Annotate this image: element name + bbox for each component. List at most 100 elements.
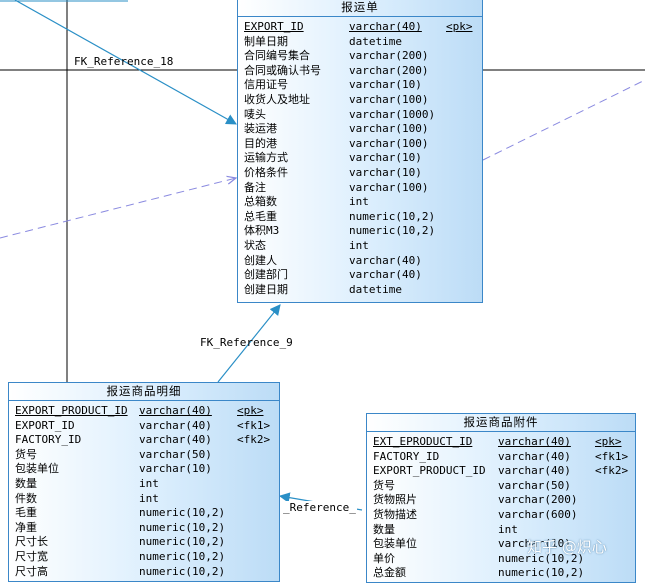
field-name: EXT_EPRODUCT_ID [373,435,473,448]
entity-field-row: 合同或确认书号 varchar(200) [244,64,482,79]
field-type: numeric(10,2) [349,224,436,238]
field-name: 货号 [373,478,395,492]
relation-partial-label: _Reference_ [282,501,357,514]
field-key: <pk> [237,404,264,417]
entity-field-row: 货号 varchar(50) [15,448,279,463]
field-key: <fk2> [595,464,629,478]
field-name: 收货人及地址 [244,92,310,106]
field-name: FACTORY_ID [15,433,82,447]
field-type: datetime [349,34,402,48]
field-type: varchar(50) [139,447,212,461]
field-name: 总毛重 [244,209,277,223]
field-name: EXPORT_ID [244,20,304,33]
field-name: 目的港 [244,136,277,150]
entity-field-row: 创建人 varchar(40) [244,254,482,269]
entity-field-row: 总箱数 int [244,195,482,210]
entity-field-row: 状态 int [244,239,482,254]
field-name: 货号 [15,447,37,461]
field-type: varchar(40) [349,253,422,267]
relation-fk9-line[interactable] [217,304,281,383]
field-name: 数量 [373,522,395,536]
field-type: varchar(600) [498,507,578,521]
field-type: datetime [349,282,402,296]
entity-field-row: EXT_EPRODUCT_ID varchar(40) <pk> [373,435,635,450]
relation-fk18-label: FK_Reference_18 [74,55,174,68]
field-type: varchar(40) [498,449,571,463]
field-name: 尺寸长 [15,535,48,549]
entity-fields: EXPORT_PRODUCT_ID varchar(40) <pk> EXPORT_I… [9,401,279,579]
field-name: 数量 [15,476,37,490]
field-type: varchar(10) [349,78,422,92]
field-name: 创建部门 [244,268,288,282]
field-key: <fk1> [595,449,629,463]
field-name: 合同或确认书号 [244,63,321,77]
field-key: <fk2> [237,433,271,447]
field-name: 运输方式 [244,151,288,165]
field-type: numeric(10,2) [349,209,436,223]
field-name: 尺寸宽 [15,549,48,563]
field-type: varchar(100) [349,180,429,194]
entity-field-row: 货物描述 varchar(600) [373,508,635,523]
field-type: varchar(200) [498,493,578,507]
field-name: 备注 [244,180,266,194]
field-name: 创建人 [244,253,277,267]
field-type: varchar(40) [139,433,212,447]
field-name: 创建日期 [244,282,288,296]
field-type: varchar(10) [349,165,422,179]
field-name: 尺寸高 [15,564,48,578]
field-name: 唛头 [244,107,266,121]
field-name: 装运港 [244,122,277,136]
entity-field-row: 货号 varchar(50) [373,479,635,494]
field-name: EXPORT_ID [15,418,75,432]
field-name: 货物描述 [373,507,417,521]
field-key: <fk1> [237,418,271,432]
relation-fk9-label: FK_Reference_9 [200,336,293,349]
field-type: varchar(40) [349,20,422,33]
entity-title: 报运商品附件 [367,414,635,432]
field-type: varchar(10) [498,537,571,551]
field-name: EXPORT_PRODUCT_ID [373,464,486,478]
relation-fk18-line[interactable] [14,0,237,125]
field-type: int [349,195,369,209]
entity-title: 报运商品明细 [9,383,279,401]
field-type: varchar(40) [498,435,571,448]
field-type: varchar(200) [349,49,429,63]
field-type: varchar(1000) [349,107,436,121]
field-name: EXPORT_PRODUCT_ID [15,404,128,417]
entity-field-row: 唛头 varchar(1000) [244,108,482,123]
field-name: 毛重 [15,506,37,520]
entity-field-row: 创建日期 datetime [244,283,482,298]
field-key: <pk> [595,435,622,448]
field-type: varchar(50) [498,478,571,492]
field-name: 总箱数 [244,195,277,209]
field-name: 价格条件 [244,165,288,179]
field-type: varchar(40) [139,404,212,417]
field-type: varchar(200) [349,63,429,77]
field-name: 状态 [244,238,266,252]
field-type: numeric(10,2) [139,520,226,534]
dashed-relation-right[interactable] [482,79,645,161]
field-name: 货物照片 [373,493,417,507]
field-type: varchar(10) [139,462,212,476]
field-type: int [139,491,159,505]
field-type: int [349,238,369,252]
dashed-relation-left[interactable] [0,178,236,239]
